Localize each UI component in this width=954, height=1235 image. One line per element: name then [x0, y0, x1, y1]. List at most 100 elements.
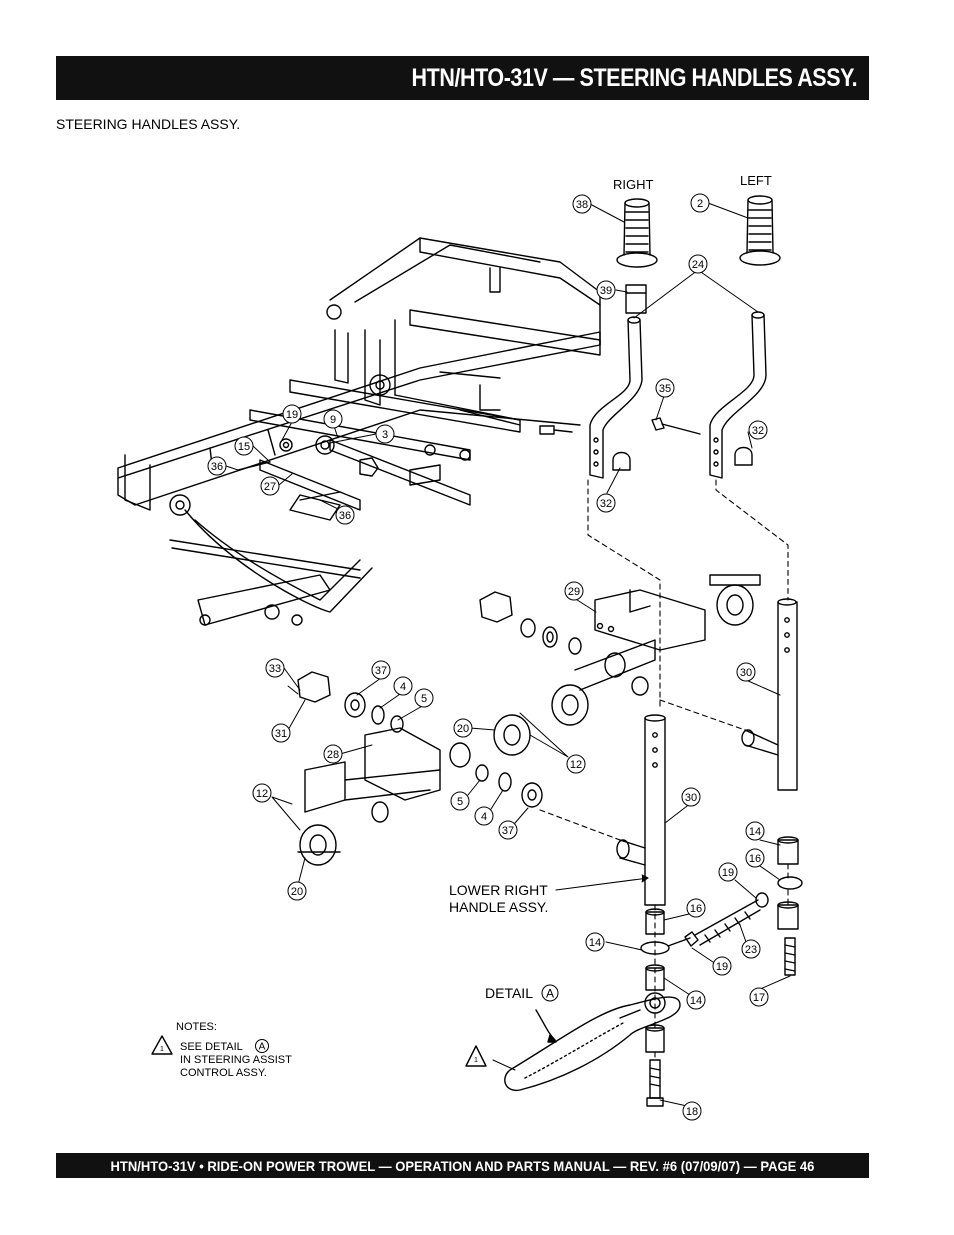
callout-circle	[564, 581, 584, 601]
callout-number: 14	[690, 995, 702, 1007]
callout-number: 4	[400, 681, 406, 693]
callout-number: 4	[481, 811, 487, 823]
detail-a-rod-end	[504, 992, 681, 1092]
label-lower-right-handle-line2: HANDLE ASSY.	[449, 899, 548, 915]
callout-number: 18	[686, 1106, 698, 1118]
callout-circle	[745, 848, 765, 868]
callout-circle	[748, 420, 768, 440]
callout-number: 14	[589, 937, 601, 949]
callout-circle	[498, 820, 518, 840]
callout-number: 29	[568, 586, 580, 598]
callout-circle	[572, 194, 592, 214]
callout-number: 2	[697, 198, 703, 210]
notes-line2: IN STEERING ASSIST	[180, 1054, 292, 1066]
label-left: LEFT	[740, 173, 772, 188]
page-title-bar: HTN/HTO-31V — STEERING HANDLES ASSY.	[56, 56, 869, 100]
callout-circle	[375, 424, 395, 444]
note-marker-triangle	[465, 1045, 487, 1067]
callout-number: 28	[327, 749, 339, 761]
callout-circle	[686, 990, 706, 1010]
callout-number: 5	[421, 693, 427, 705]
callout-circle	[741, 939, 761, 959]
callout-circle	[718, 862, 738, 882]
callout-circle	[566, 754, 586, 774]
callout-number: 12	[570, 759, 582, 771]
footer-text: HTN/HTO-31V • RIDE-ON POWER TROWEL — OPE…	[110, 1157, 815, 1174]
callout-circle	[450, 791, 470, 811]
dashed-guide-lines	[539, 479, 789, 1061]
callout-number: 19	[716, 961, 728, 973]
notes-block: NOTES: 1 SEE DETAIL A IN STEERING ASSIST…	[160, 1021, 292, 1079]
callout-number: 12	[256, 788, 268, 800]
callout-circle	[252, 783, 272, 803]
callout-number: 20	[457, 723, 469, 735]
callout-circle	[745, 821, 765, 841]
callout-number: 5	[457, 796, 463, 808]
callout-circle	[749, 987, 769, 1007]
callout-number: 36	[211, 461, 223, 473]
label-detail: DETAIL	[485, 985, 533, 1001]
callout-circle	[712, 956, 732, 976]
leader-lines	[225, 202, 791, 1107]
callout-circle	[393, 676, 413, 696]
callout-circle	[323, 409, 343, 429]
callout-circle	[736, 662, 756, 682]
callout-number: 37	[502, 825, 514, 837]
callout-circle	[686, 898, 706, 918]
callout-circle	[323, 744, 343, 764]
callout-number: 38	[576, 199, 588, 211]
steering-arms	[297, 574, 803, 1107]
callout-circle	[453, 718, 473, 738]
callout-circle	[596, 493, 616, 513]
callout-number: 20	[291, 886, 303, 898]
callout-number: 24	[692, 259, 704, 271]
detail-triangle-marker: 1	[474, 1057, 478, 1064]
label-detail-letter: A	[546, 987, 554, 1001]
callout-circle	[690, 193, 710, 213]
callout-number: 32	[600, 498, 612, 510]
callout-circle	[335, 505, 355, 525]
callout-circle	[474, 806, 494, 826]
frame-assembly	[117, 237, 601, 626]
callout-number: 19	[722, 867, 734, 879]
callout-number: 39	[600, 285, 612, 297]
note-marker-triangle	[151, 1035, 173, 1055]
label-right: RIGHT	[613, 177, 654, 192]
page-footer: HTN/HTO-31V • RIDE-ON POWER TROWEL — OPE…	[56, 1153, 869, 1178]
callout-circle	[688, 254, 708, 274]
label-lower-right-handle-line1: LOWER RIGHT	[449, 882, 548, 898]
callout-number: 27	[264, 481, 276, 493]
notes-line1-letter: A	[259, 1042, 266, 1053]
callout-circle	[271, 723, 291, 743]
callout-number: 9	[330, 414, 336, 426]
callout-number: 35	[659, 383, 671, 395]
notes-heading: NOTES:	[176, 1021, 217, 1033]
callout-circle	[371, 660, 391, 680]
notes-line3: CONTROL ASSY.	[180, 1067, 267, 1079]
callout-circle	[681, 787, 701, 807]
callout-number: 36	[339, 510, 351, 522]
callout-circle	[260, 476, 280, 496]
callout-circle	[265, 658, 285, 678]
callout-circle	[585, 932, 605, 952]
callout-circle	[207, 456, 227, 476]
notes-triangle-marker: 1	[160, 1046, 164, 1053]
callout-number: 15	[238, 441, 250, 453]
page-title: HTN/HTO-31V — STEERING HANDLES ASSY.	[411, 63, 857, 92]
callout-circle	[282, 404, 302, 424]
callout-number: 19	[286, 409, 298, 421]
callout-circle	[596, 280, 616, 300]
callout-circle	[234, 436, 254, 456]
callout-number: 32	[752, 425, 764, 437]
callout-number: 3	[382, 429, 388, 441]
callout-number: 30	[740, 667, 752, 679]
notes-letter-circle	[255, 1039, 269, 1053]
callout-number: 31	[275, 728, 287, 740]
callout-number: 23	[745, 944, 757, 956]
callout-number: 30	[685, 792, 697, 804]
callout-circle	[682, 1101, 702, 1121]
upper-handles	[589, 195, 781, 479]
detail-letter-circle	[541, 984, 559, 1002]
